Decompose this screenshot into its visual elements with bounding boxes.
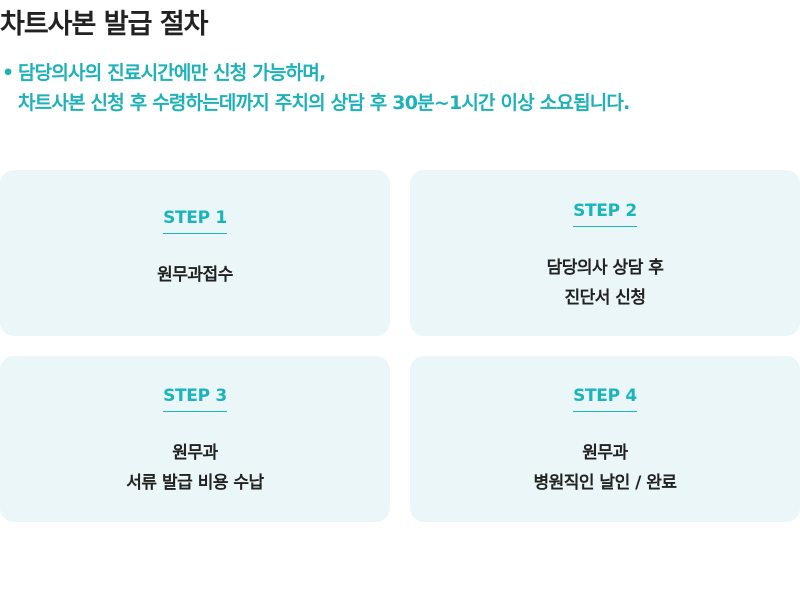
step-description-line: 서류 발급 비용 수납 xyxy=(126,473,264,493)
step-description-line: 원무과접수 xyxy=(157,265,233,285)
step-description-line: 원무과 xyxy=(172,443,218,463)
step-description: 원무과 서류 발급 비용 수납 xyxy=(0,438,390,498)
step-description-line: 원무과 xyxy=(582,443,628,463)
step-card-1: STEP 1 원무과접수 xyxy=(0,170,390,336)
step-description-line: 진단서 신청 xyxy=(564,288,646,308)
step-label: STEP 3 xyxy=(163,386,227,412)
page-title: 차트사본 발급 절차 xyxy=(0,9,209,40)
step-card-4: STEP 4 원무과 병원직인 날인 / 완료 xyxy=(410,356,800,522)
step-description: 원무과접수 xyxy=(0,260,390,290)
step-label-wrap: STEP 3 xyxy=(0,386,390,412)
step-label: STEP 4 xyxy=(573,386,637,412)
step-card-2: STEP 2 담당의사 상담 후 진단서 신청 xyxy=(410,170,800,336)
step-description: 원무과 병원직인 날인 / 완료 xyxy=(410,438,800,498)
step-description-line: 담당의사 상담 후 xyxy=(546,258,664,278)
step-card-3: STEP 3 원무과 서류 발급 비용 수납 xyxy=(0,356,390,522)
step-label-wrap: STEP 4 xyxy=(410,386,800,412)
step-label-wrap: STEP 2 xyxy=(410,201,800,227)
step-label: STEP 2 xyxy=(573,201,637,227)
step-description: 담당의사 상담 후 진단서 신청 xyxy=(410,253,800,313)
notice-line-1: 담당의사의 진료시간에만 신청 가능하며, xyxy=(18,62,326,84)
step-description-line: 병원직인 날인 / 완료 xyxy=(533,473,677,493)
step-label: STEP 1 xyxy=(163,208,227,234)
notice-bullet: • xyxy=(2,62,15,84)
step-label-wrap: STEP 1 xyxy=(0,208,390,234)
notice-line-2: 차트사본 신청 후 수령하는데까지 주치의 상담 후 30분~1시간 이상 소요… xyxy=(18,92,630,114)
